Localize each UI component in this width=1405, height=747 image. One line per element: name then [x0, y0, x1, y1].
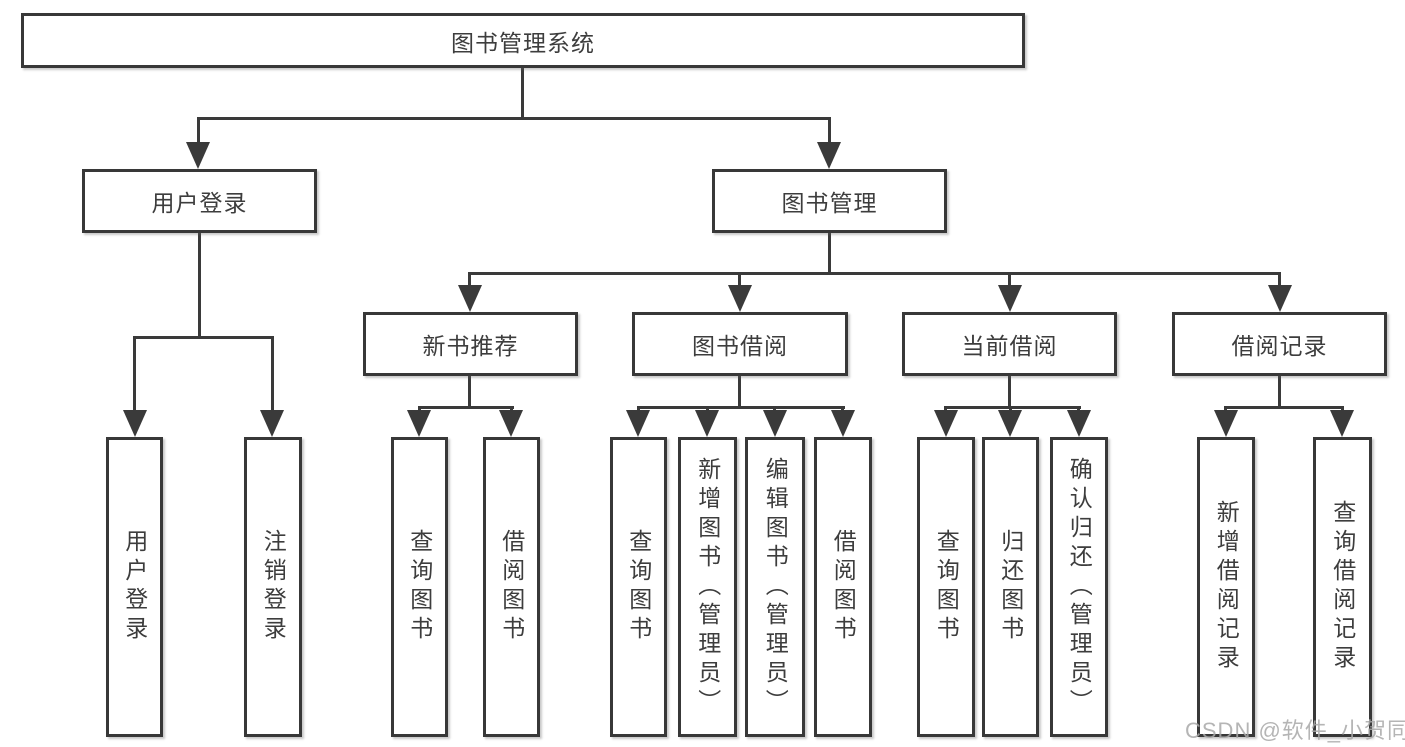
node-label: 归还图书 [997, 529, 1024, 645]
node-user-login: 用户登录 [82, 169, 317, 233]
edge-group3-shaft [637, 406, 640, 413]
arrow-down-icon [499, 410, 523, 437]
edge-group5-shaft [1341, 406, 1344, 413]
edge-group4-shaft [1077, 406, 1080, 413]
leaf-query-books-recommend: 查询图书 [391, 437, 448, 737]
edge-book-mgmt-vline [828, 233, 831, 274]
edge-book-mgmt-shaft [828, 117, 831, 144]
edge-level2-hline [469, 272, 1281, 275]
node-label: 当前借阅 [961, 333, 1058, 359]
node-label: 图书管理系统 [451, 29, 595, 56]
arrow-down-icon [186, 142, 210, 169]
edge-group1-shaft [271, 336, 274, 413]
arrow-down-icon [998, 410, 1022, 437]
arrow-down-icon [123, 410, 147, 437]
edge-group4-shaft [944, 406, 947, 413]
node-label: 查询借阅记录 [1329, 500, 1356, 674]
node-label: 查询图书 [406, 529, 433, 645]
edge-group2-shaft [510, 406, 513, 413]
node-label: 编辑图书（管理员） [762, 456, 789, 718]
leaf-borrow-books-recommend: 借阅图书 [483, 437, 540, 737]
edge-group1-shaft [133, 336, 136, 413]
arrow-down-icon [407, 410, 431, 437]
node-label: 用户登录 [121, 529, 148, 645]
leaf-user-login: 用户登录 [106, 437, 163, 737]
edge-new-rec-vline [468, 376, 471, 407]
arrow-down-icon [1330, 410, 1354, 437]
arrow-down-icon [817, 142, 841, 169]
node-current-borrowing: 当前借阅 [902, 312, 1117, 376]
leaf-add-borrow-record: 新增借阅记录 [1197, 437, 1255, 737]
node-label: 查询图书 [933, 529, 960, 645]
edge-user-login-shaft [197, 117, 200, 144]
node-borrowing-records: 借阅记录 [1172, 312, 1387, 376]
watermark-csdn: CSDN @软件_小贺同学 [1185, 718, 1405, 743]
node-book-borrowing: 图书借阅 [632, 312, 848, 376]
leaf-return-books: 归还图书 [982, 437, 1039, 737]
edge-root-vline [521, 68, 524, 118]
node-label: 借阅图书 [498, 529, 525, 645]
edge-group4-hline [945, 406, 1081, 409]
edge-records-vline [1278, 376, 1281, 407]
edge-borrow-shaft [738, 272, 741, 288]
leaf-borrow-books-borrowing: 借阅图书 [814, 437, 872, 737]
arrow-down-icon [1268, 285, 1292, 312]
arrow-down-icon [458, 285, 482, 312]
edge-group5-hline [1225, 406, 1344, 409]
arrow-down-icon [260, 410, 284, 437]
node-label: 图书管理 [781, 190, 878, 216]
node-label: 新增借阅记录 [1213, 500, 1240, 674]
node-new-book-recommend: 新书推荐 [363, 312, 578, 376]
edge-group3-shaft [706, 406, 709, 413]
node-book-management: 图书管理 [712, 169, 947, 233]
edge-user-login-vline [198, 233, 201, 337]
node-label: 借阅记录 [1231, 333, 1328, 359]
edge-group4-shaft [1009, 406, 1012, 413]
edge-root-hline [197, 117, 831, 120]
leaf-add-book-admin: 新增图书（管理员） [678, 437, 737, 737]
arrow-down-icon [1214, 410, 1238, 437]
arrow-down-icon [1067, 410, 1091, 437]
edge-group3-hline [637, 406, 845, 409]
edge-current-vline [1008, 376, 1011, 407]
edge-borrow-vline [738, 376, 741, 407]
leaf-query-borrow-record: 查询借阅记录 [1313, 437, 1372, 737]
leaf-logout: 注销登录 [244, 437, 302, 737]
node-label: 图书借阅 [692, 333, 788, 359]
node-library-management-system: 图书管理系统 [21, 13, 1025, 68]
node-label: 新书推荐 [422, 333, 519, 359]
edge-group3-shaft [773, 406, 776, 413]
leaf-edit-book-admin: 编辑图书（管理员） [745, 437, 805, 737]
edge-new-rec-shaft [468, 272, 471, 288]
arrow-down-icon [695, 410, 719, 437]
arrow-down-icon [831, 410, 855, 437]
edge-group1-hline [133, 336, 274, 339]
leaf-query-books-current: 查询图书 [917, 437, 975, 737]
node-label: 查询图书 [625, 529, 652, 645]
edge-records-shaft [1278, 272, 1281, 288]
node-label: 借阅图书 [830, 529, 857, 645]
node-label: 确认归还（管理员） [1066, 456, 1093, 718]
arrow-down-icon [934, 410, 958, 437]
edge-group3-shaft [841, 406, 844, 413]
edge-current-shaft [1008, 272, 1011, 288]
node-label: 用户登录 [151, 190, 248, 216]
leaf-confirm-return-admin: 确认归还（管理员） [1050, 437, 1108, 737]
arrow-down-icon [763, 410, 787, 437]
edge-group5-shaft [1224, 406, 1227, 413]
arrow-down-icon [998, 285, 1022, 312]
arrow-down-icon [728, 285, 752, 312]
leaf-query-books-borrowing: 查询图书 [610, 437, 667, 737]
node-label: 注销登录 [260, 529, 287, 645]
arrow-down-icon [626, 410, 650, 437]
node-label: 新增图书（管理员） [694, 456, 721, 718]
edge-group2-hline [418, 406, 514, 409]
edge-group2-shaft [418, 406, 421, 413]
